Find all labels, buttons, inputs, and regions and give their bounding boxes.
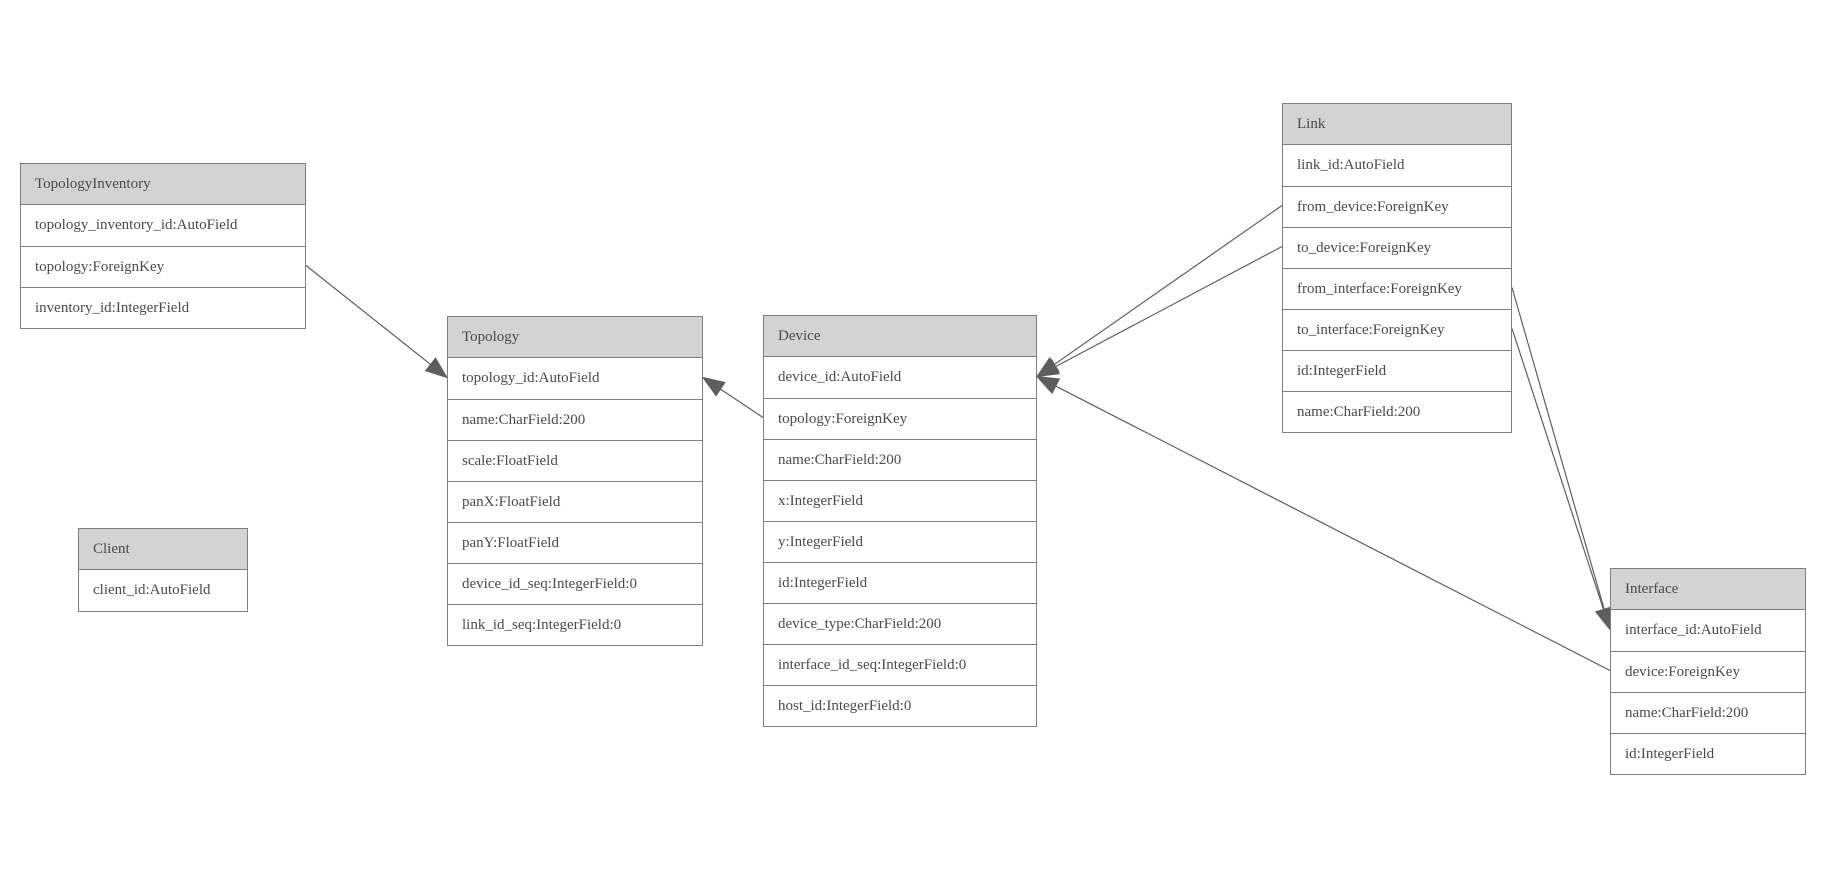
entity-field: device:ForeignKey: [1611, 651, 1805, 692]
entity-field: panY:FloatField: [448, 522, 702, 563]
entity-field: name:CharField:200: [1611, 692, 1805, 733]
entity-field: topology_inventory_id:AutoField: [35, 217, 238, 233]
entity-client: Client client_id:AutoField: [78, 528, 248, 612]
entity-field: scale:FloatField: [448, 440, 702, 481]
entity-field: id:IntegerField: [764, 562, 1036, 603]
entity-field: from_device:ForeignKey: [1283, 186, 1511, 227]
entity-title: Link: [1283, 104, 1511, 145]
entity-field: x:IntegerField: [764, 480, 1036, 521]
entity-field: topology_id:AutoField: [462, 370, 600, 386]
entity-topologyinventory: TopologyInventory topology_inventory_id:A…: [20, 163, 306, 329]
entity-field: link_id:AutoField: [1297, 157, 1405, 173]
relationship-arrowhead: [1035, 358, 1061, 378]
entity-field: device_type:CharField:200: [764, 603, 1036, 644]
entity-field: link_id_seq:IntegerField:0: [448, 604, 702, 645]
entity-field: id:IntegerField: [1611, 733, 1805, 774]
relationship-line: [1055, 385, 1611, 672]
entity-field: topology:ForeignKey: [764, 398, 1036, 439]
entity-field: to_device:ForeignKey: [1283, 227, 1511, 268]
relationship-line: [1511, 328, 1605, 610]
entity-field: device_id_seq:IntegerField:0: [448, 563, 702, 604]
entity-field: to_interface:ForeignKey: [1283, 309, 1511, 350]
entity-field: name:CharField:200: [1283, 391, 1511, 432]
entity-field: topology:ForeignKey: [21, 246, 305, 287]
entity-field: name:CharField:200: [764, 439, 1036, 480]
relationship-arrowhead: [424, 357, 449, 379]
entity-field: client_id:AutoField: [93, 582, 211, 598]
entity-topology: Topology topology_id:AutoField name:CharFi…: [447, 316, 703, 646]
relationship-arrowhead: [1035, 375, 1061, 395]
relationship-line: [1055, 245, 1283, 368]
relationship-line: [305, 265, 431, 365]
relationship-line: [1511, 287, 1605, 610]
entity-field: y:IntegerField: [764, 521, 1036, 562]
entity-field: from_interface:ForeignKey: [1283, 268, 1511, 309]
entity-title: Client: [79, 529, 247, 570]
entity-field: id:IntegerField: [1283, 350, 1511, 391]
entity-title: TopologyInventory: [21, 164, 305, 205]
relationship-line: [1053, 205, 1283, 365]
relationship-arrowhead: [1595, 606, 1612, 631]
entity-link: Link link_id:AutoField from_device:Foreign…: [1282, 103, 1512, 433]
relationship-arrowhead: [701, 376, 726, 397]
entity-field: panX:FloatField: [448, 481, 702, 522]
entity-title: Interface: [1611, 569, 1805, 610]
entity-title: Device: [764, 316, 1036, 357]
entity-field: device_id:AutoField: [778, 369, 902, 385]
entity-field: host_id:IntegerField:0: [764, 685, 1036, 726]
entity-field: interface_id_seq:IntegerField:0: [764, 644, 1036, 685]
entity-field: interface_id:AutoField: [1625, 622, 1762, 638]
entity-field: name:CharField:200: [448, 399, 702, 440]
entity-field: inventory_id:IntegerField: [21, 287, 305, 328]
relationship-line: [720, 388, 764, 418]
entity-device: Device device_id:AutoField topology:Foreig…: [763, 315, 1037, 727]
entity-interface: Interface interface_id:AutoField device:Fo…: [1610, 568, 1806, 775]
entity-title: Topology: [448, 317, 702, 358]
